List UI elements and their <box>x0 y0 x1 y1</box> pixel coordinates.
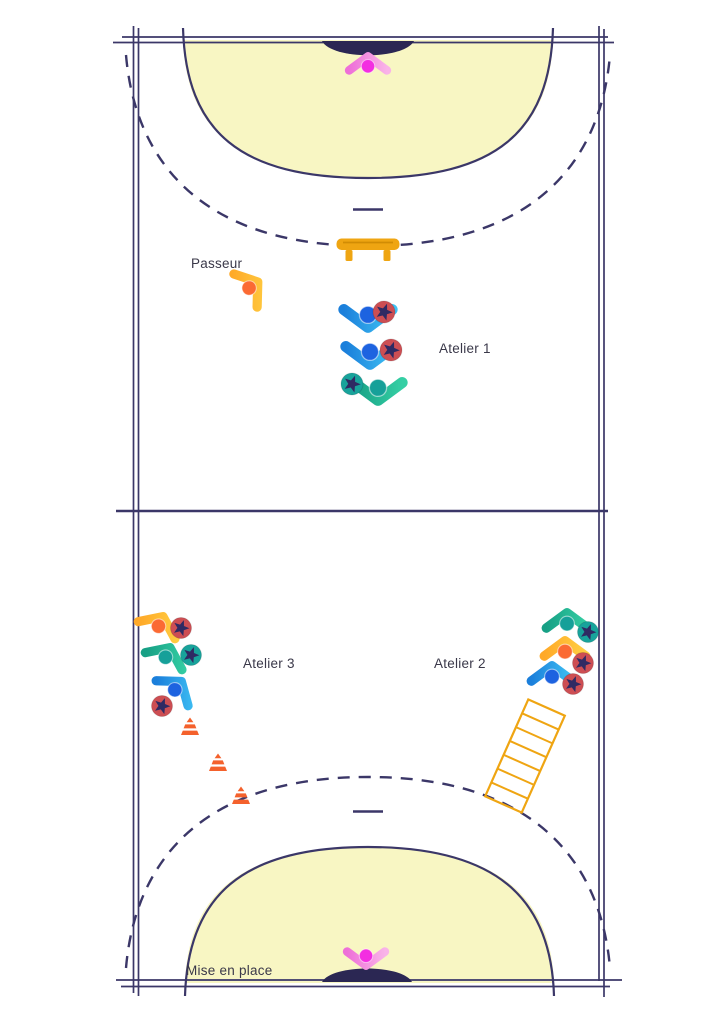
player-head <box>368 378 388 398</box>
atelier2-player-3-marker[interactable] <box>526 661 578 686</box>
ball-red-icon[interactable] <box>379 338 403 362</box>
ball-red-icon[interactable] <box>562 673 584 695</box>
ball-star <box>576 655 592 672</box>
ball-teal-icon[interactable] <box>577 621 599 643</box>
player-chevron-icon <box>229 269 263 312</box>
player-chevron-icon <box>539 636 591 661</box>
player-head <box>358 948 374 963</box>
ball-star <box>383 341 400 359</box>
ball-red-icon[interactable] <box>170 617 192 639</box>
label-mise-en-place[interactable]: Mise en place <box>186 963 273 978</box>
player-chevron-icon <box>344 52 392 75</box>
atelier3-player-1-marker[interactable] <box>133 608 181 644</box>
goal-area-bottom-line <box>183 845 556 997</box>
goal-area-top-line <box>181 27 555 180</box>
ball-teal-icon[interactable] <box>180 644 202 666</box>
ball-star <box>155 698 171 715</box>
atelier2-player-1-marker[interactable] <box>541 608 593 633</box>
player-chevron-icon <box>342 947 390 970</box>
label-atelier-3[interactable]: Atelier 3 <box>243 656 295 671</box>
equipment-layer <box>336 238 567 815</box>
label-passeur[interactable]: Passeur <box>191 256 243 271</box>
ball-star <box>566 676 582 693</box>
free-throw-line-bottom <box>124 775 612 969</box>
goal-bottom <box>322 968 412 982</box>
player-head <box>167 682 183 698</box>
goal-area-bottom-zone <box>185 847 554 983</box>
ball-red-icon[interactable] <box>151 695 173 717</box>
goalkeeper-bottom-marker[interactable] <box>342 947 390 970</box>
player-chevron-icon <box>140 642 187 675</box>
player-chevron-icon <box>526 661 578 686</box>
ball-teal-icon[interactable] <box>340 372 364 396</box>
player-head <box>157 649 174 665</box>
goalkeeper-top-marker[interactable] <box>344 52 392 75</box>
player-head <box>150 618 167 634</box>
player-head <box>559 615 575 632</box>
ball-red-icon[interactable] <box>572 652 594 674</box>
passeur-marker[interactable] <box>229 265 270 312</box>
player-head <box>557 643 573 660</box>
player-head <box>360 342 380 362</box>
label-atelier-2[interactable]: Atelier 2 <box>434 656 486 671</box>
player-chevron-icon <box>133 611 180 644</box>
ball-red-icon[interactable] <box>372 300 396 324</box>
atelier3-player-3-marker[interactable] <box>151 669 197 711</box>
cones-layer <box>181 717 250 805</box>
goal-area-top-zone <box>183 40 553 178</box>
players-layer <box>133 52 593 970</box>
balls-layer <box>151 300 599 717</box>
player-head <box>360 59 376 74</box>
agility-ladder-icon[interactable] <box>483 697 567 815</box>
player-head <box>544 668 560 685</box>
ball-star <box>184 647 200 664</box>
cone-icon[interactable] <box>181 717 199 736</box>
player-chevron-icon <box>151 676 193 711</box>
bench-icon[interactable] <box>336 238 400 262</box>
player-head <box>241 280 257 296</box>
label-atelier-1[interactable]: Atelier 1 <box>439 341 491 356</box>
ball-star <box>376 303 393 321</box>
atelier2-player-2-marker[interactable] <box>539 636 591 661</box>
ball-star <box>581 624 597 641</box>
cone-icon[interactable] <box>209 753 227 772</box>
atelier3-player-2-marker[interactable] <box>140 639 188 675</box>
ball-star <box>344 375 361 393</box>
player-chevron-icon <box>541 608 593 633</box>
cone-icon[interactable] <box>232 786 250 805</box>
ball-star <box>174 620 190 637</box>
goal-top <box>322 41 414 56</box>
